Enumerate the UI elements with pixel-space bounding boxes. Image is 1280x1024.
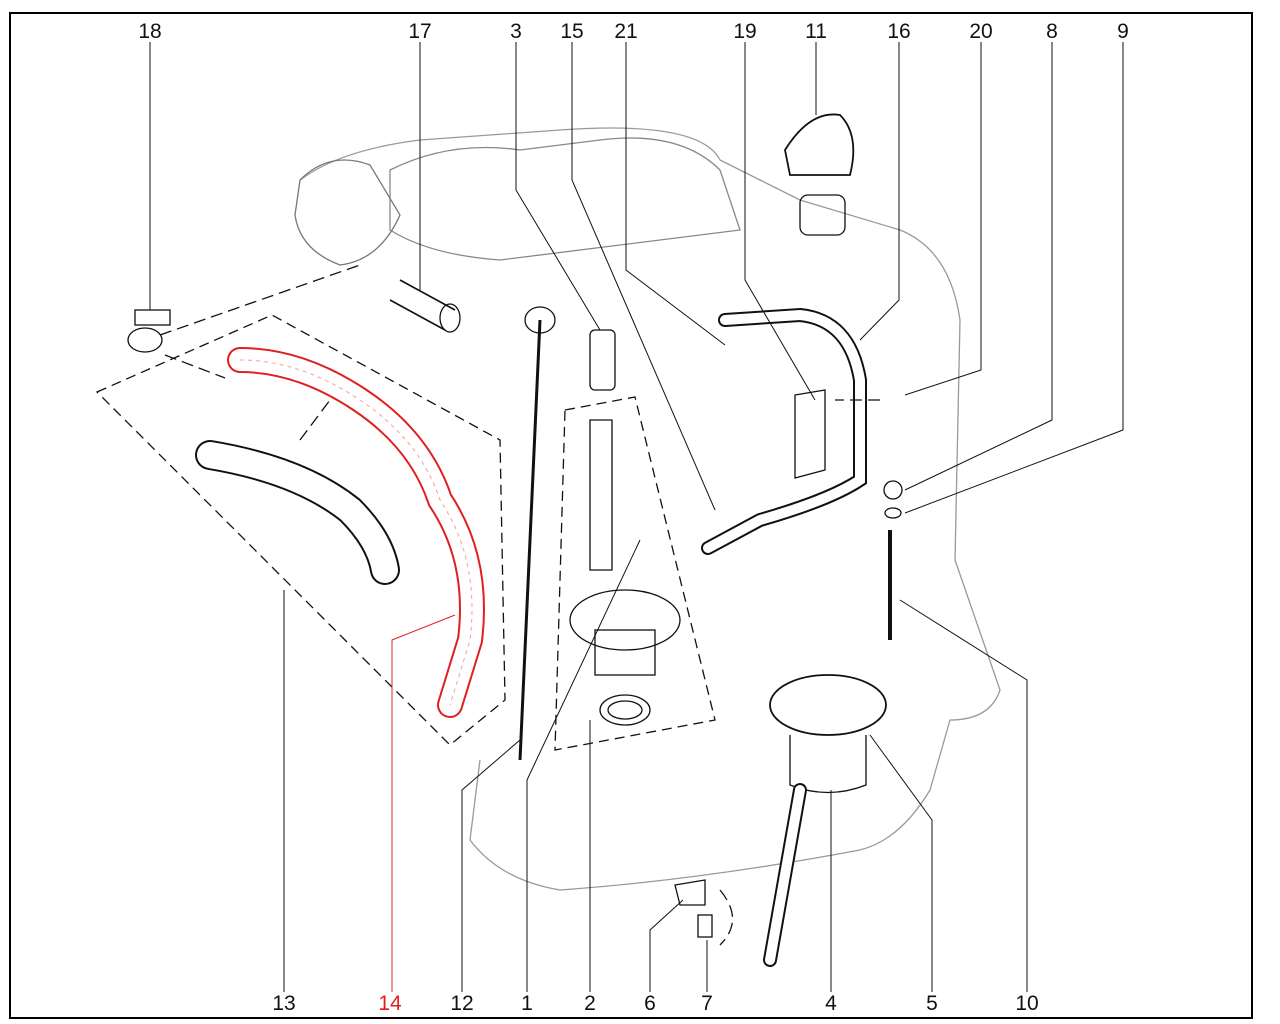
callout-18: 18 <box>138 20 162 43</box>
callout-12: 12 <box>450 992 474 1015</box>
callout-15: 15 <box>560 20 584 43</box>
callout-17: 17 <box>408 20 432 43</box>
hose-clamp-18 <box>127 327 163 353</box>
screw-7 <box>697 914 713 938</box>
callout-9: 9 <box>1117 20 1129 43</box>
arrow-dashes <box>159 264 880 946</box>
thermostat-housing <box>589 419 613 571</box>
throttle-body <box>294 159 401 266</box>
callout-6: 6 <box>644 992 656 1015</box>
intake-manifold <box>389 137 741 261</box>
callout-5: 5 <box>926 992 938 1015</box>
callout-7: 7 <box>701 992 713 1015</box>
callout-13: 13 <box>272 992 296 1015</box>
engine-block-outline <box>299 127 1001 891</box>
callout-10: 10 <box>1015 992 1039 1015</box>
callout-19: 19 <box>733 20 757 43</box>
callout-16: 16 <box>887 20 911 43</box>
thermostat-zone <box>554 396 716 751</box>
callout-8: 8 <box>1046 20 1058 43</box>
hose-zone <box>95 314 506 746</box>
callout-2: 2 <box>584 992 596 1015</box>
callout-14: 14 <box>378 992 402 1015</box>
plate-6 <box>674 879 706 906</box>
filler-cap-11 <box>784 113 855 176</box>
callout-11: 11 <box>805 20 827 43</box>
callout-1: 1 <box>521 992 533 1015</box>
leader-lines <box>149 42 1124 992</box>
diagram-frame <box>9 12 1253 1019</box>
callout-4: 4 <box>825 992 837 1015</box>
sensor-15 <box>589 329 616 391</box>
callout-3: 3 <box>510 20 522 43</box>
reservoir-neck-5 <box>769 674 887 736</box>
callout-21: 21 <box>614 20 638 43</box>
bracket-19 <box>794 389 826 479</box>
dipstick <box>518 319 542 761</box>
callout-20: 20 <box>969 20 993 43</box>
